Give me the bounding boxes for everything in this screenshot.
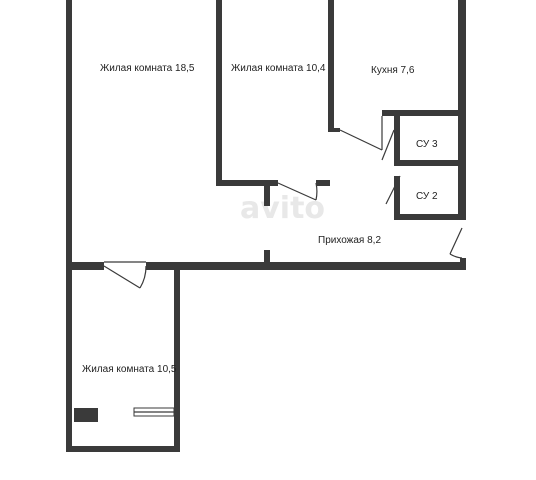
door-room2-arc — [315, 182, 318, 201]
wall-wc-divider — [394, 160, 466, 166]
door-wc3 — [381, 129, 395, 161]
wall-room3-stub — [74, 408, 98, 422]
wall-hall-bottom-right — [146, 262, 466, 270]
room-label-hall: Прихожая 8,2 — [318, 235, 381, 246]
door-kitchen — [339, 129, 383, 151]
wall-room2-bottom-left — [216, 180, 278, 186]
room-label-kitchen: Кухня 7,6 — [371, 65, 415, 76]
wall-wc3-left — [394, 116, 400, 162]
wall-right-upper — [458, 0, 466, 112]
wall-room2-stub — [264, 186, 270, 206]
wall-kitchen-bottom — [382, 110, 466, 116]
door-entrance-arc — [449, 253, 463, 259]
wall-room2-kitchen-foot — [328, 128, 340, 132]
wall-room3-left — [66, 262, 72, 452]
room-label-wc-2: СУ 2 — [416, 191, 438, 202]
wall-room2-bottom-right — [316, 180, 330, 186]
room-label-living-2: Жилая комната 10,4 — [231, 63, 326, 74]
room-label-wc-3: СУ 3 — [416, 139, 438, 150]
wall-hall-stub — [264, 250, 270, 264]
room-label-living-1: Жилая комната 18,5 — [100, 63, 195, 74]
watermark: avito — [240, 191, 325, 226]
wall-room1-room2 — [216, 0, 222, 186]
door-room3-arc — [139, 265, 147, 289]
wall-left-upper — [66, 0, 72, 270]
door-room2 — [277, 182, 317, 201]
room-label-living-3: Жилая комната 10,5 — [82, 364, 177, 375]
wall-wc-bottom — [394, 214, 466, 220]
door-room3 — [103, 265, 141, 289]
door-entrance — [449, 227, 463, 255]
wall-room3-right — [174, 262, 180, 452]
door-wc2 — [385, 175, 401, 205]
wall-room2-kitchen — [328, 0, 334, 128]
wall-hall-bottom-left — [66, 262, 104, 270]
wall-room3-bottom — [66, 446, 180, 452]
wall-wc2-left — [394, 176, 400, 218]
